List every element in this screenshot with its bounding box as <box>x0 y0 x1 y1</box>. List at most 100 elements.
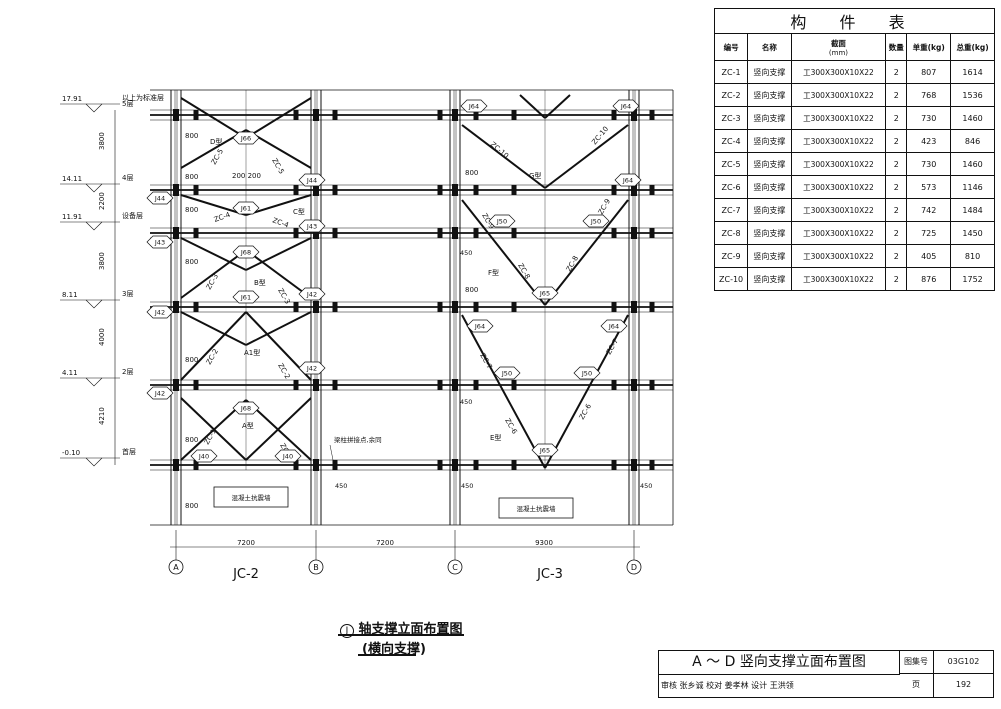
joint-block <box>313 379 319 391</box>
splice-block <box>193 228 199 238</box>
joint-marker <box>146 386 174 400</box>
splice-block <box>473 380 479 390</box>
splice-block <box>611 380 617 390</box>
joint-label: J61 <box>240 294 251 302</box>
joint-label: J61 <box>240 205 251 213</box>
joint-marker <box>232 201 260 215</box>
brace-label: ZC-9 <box>597 198 612 216</box>
joint-block <box>173 379 179 391</box>
axis-label-B: B <box>313 563 319 572</box>
joint-label: J66 <box>240 135 251 143</box>
storey-height: 3800 <box>98 252 106 270</box>
atlas-label: 图集号 <box>899 651 934 674</box>
brace-member <box>245 237 312 271</box>
row-qty: 2 <box>885 83 908 107</box>
page-number: 192 <box>955 680 972 689</box>
elevation-value: 4.11 <box>62 369 78 377</box>
caption-title: J 轴支撑立面布置图 <box>340 618 463 638</box>
brace-member <box>461 199 546 306</box>
elevation-value: 14.11 <box>62 175 82 183</box>
joint-block <box>631 227 637 239</box>
panel-type-label: F型 <box>488 268 499 277</box>
row-name: 竖向支撑 <box>747 106 792 130</box>
brace-member <box>461 314 546 469</box>
joint-label: J64 <box>474 323 485 331</box>
brace-member <box>544 199 629 306</box>
panel-type-label: G型 <box>529 171 541 180</box>
span-dim: 7200 <box>237 539 255 547</box>
splice-block <box>473 302 479 312</box>
row-code: ZC-10 <box>713 267 749 291</box>
level-name: 2层 <box>122 368 133 376</box>
frame-label-jc2: JC-2 <box>232 567 259 582</box>
panel-type-label: C型 <box>293 207 305 216</box>
splice-block <box>649 110 655 120</box>
dim-450: 450 <box>640 482 652 490</box>
brace-label: ZC-3 <box>205 273 220 291</box>
dim-450: 450 <box>460 398 472 406</box>
joint-label: J68 <box>240 249 251 257</box>
brace-member <box>180 249 247 299</box>
row-unit-weight: 573 <box>906 175 952 199</box>
axis-circle-C <box>447 559 463 575</box>
dim-800: 800 <box>465 169 478 177</box>
row-total-weight: 1536 <box>950 83 995 107</box>
dim-800: 800 <box>185 132 198 140</box>
splice-block <box>293 228 299 238</box>
joint-block <box>173 227 179 239</box>
note-leader <box>329 444 335 466</box>
dim-800: 800 <box>185 258 198 266</box>
row-total-weight: 1460 <box>950 106 995 130</box>
splice-block <box>511 302 517 312</box>
row-name: 竖向支撑 <box>747 129 792 153</box>
row-code: ZC-5 <box>713 152 749 176</box>
caption-line1: 轴支撑立面布置图 <box>358 622 463 637</box>
splice-block <box>437 185 443 195</box>
brace-member <box>519 94 546 119</box>
panel-type-label: E型 <box>490 433 501 442</box>
title-block-title: A ～ D 竖向支撑立面布置图 <box>659 651 900 675</box>
dim-450: 450 <box>335 482 347 490</box>
joint-block <box>173 459 179 471</box>
joint-label: J50 <box>581 370 592 378</box>
row-section: 工300X300X10X22 <box>790 106 887 130</box>
row-section: 工300X300X10X22 <box>790 83 887 107</box>
joint-marker <box>190 449 218 463</box>
splice-block <box>611 302 617 312</box>
wall-box-left <box>213 486 289 508</box>
brace-member <box>245 311 312 346</box>
joint-block <box>452 184 458 196</box>
atlas-number: 03G102 <box>934 651 993 674</box>
header-qty: 数量 <box>885 33 908 61</box>
splice-block <box>293 110 299 120</box>
row-total-weight: 846 <box>950 129 995 153</box>
row-name: 竖向支撑 <box>747 83 792 107</box>
joint-block <box>313 459 319 471</box>
row-name: 竖向支撑 <box>747 198 792 222</box>
joint-marker <box>298 361 326 375</box>
splice-block <box>332 380 338 390</box>
row-code: ZC-2 <box>713 83 749 107</box>
dim-800: 800 <box>185 206 198 214</box>
joint-marker <box>274 449 302 463</box>
elevation-mark <box>85 299 103 309</box>
row-qty: 2 <box>885 221 908 245</box>
row-qty: 2 <box>885 244 908 268</box>
elevation-mark <box>85 457 103 467</box>
level-name: 4层 <box>122 174 133 182</box>
joint-label: J42 <box>306 291 317 299</box>
dim-800: 800 <box>185 173 198 181</box>
elevation-mark <box>85 377 103 387</box>
row-qty: 2 <box>885 175 908 199</box>
brace-label: ZC-4 <box>213 210 232 223</box>
dim-800: 800 <box>465 286 478 294</box>
header-unit-weight: 单重(kg) <box>906 33 952 61</box>
level-name: 以上为标准层 <box>122 93 164 102</box>
joint-marker <box>493 366 521 380</box>
row-qty: 2 <box>885 267 908 291</box>
joint-block <box>313 109 319 121</box>
row-section: 工300X300X10X22 <box>790 152 887 176</box>
